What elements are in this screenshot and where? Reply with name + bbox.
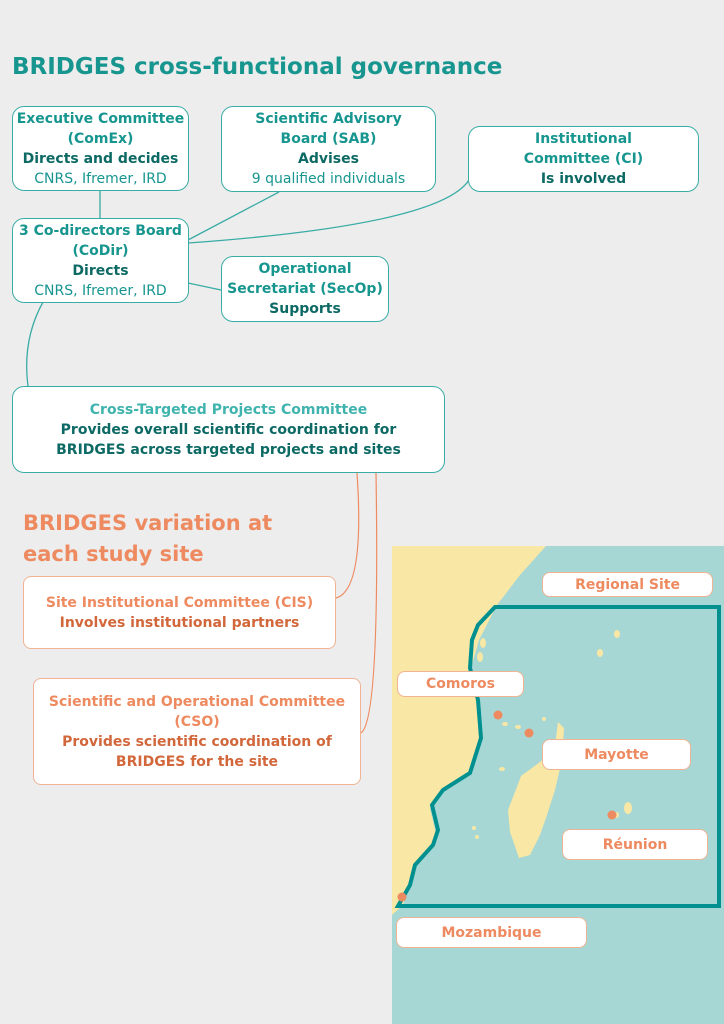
ci-name: Institutional Committee (CI) bbox=[523, 131, 644, 167]
codir-box: 3 Co-directors Board (CoDir) Directs CNR… bbox=[12, 218, 189, 303]
comex-members: CNRS, Ifremer, IRD bbox=[34, 170, 167, 187]
connector-secop-codir bbox=[187, 282, 222, 291]
comoros-label: Comoros bbox=[397, 671, 524, 697]
reunion-label: Réunion bbox=[562, 829, 708, 860]
reunion-marker bbox=[607, 810, 617, 820]
comoros-marker bbox=[493, 710, 503, 720]
mozambique-label: Mozambique bbox=[396, 917, 587, 948]
secop-box: Operational Secretariat (SecOp) Supports bbox=[221, 256, 389, 322]
mayotte-label: Mayotte bbox=[542, 739, 691, 770]
cso-box: Scientific and Operational Committee (CS… bbox=[33, 678, 361, 785]
sab-name: Scientific Advisory Board (SAB) bbox=[255, 111, 402, 147]
mozambique-marker bbox=[397, 892, 407, 902]
ctpc-box: Cross-Targeted Projects Committee Provid… bbox=[12, 386, 445, 473]
codir-role: Directs bbox=[72, 262, 129, 279]
comex-name: Executive Committee (ComEx) bbox=[16, 110, 185, 147]
cso-name: Scientific and Operational Committee (CS… bbox=[48, 693, 346, 730]
ci-box: Institutional Committee (CI) Is involved bbox=[468, 126, 699, 192]
sab-members: 9 qualified individuals bbox=[251, 171, 406, 187]
ctpc-role: Provides overall scientific coordination… bbox=[56, 421, 401, 458]
cis-box: Site Institutional Committee (CIS) Invol… bbox=[23, 576, 336, 649]
sab-role: Advises bbox=[298, 151, 359, 167]
connector-sab-codir bbox=[187, 191, 280, 241]
secop-name: Operational Secretariat (SecOp) bbox=[227, 261, 383, 297]
connector-ctpc-cis bbox=[335, 472, 360, 599]
ci-role: Is involved bbox=[540, 171, 627, 187]
site-variation-title: BRIDGES variation at each study site bbox=[23, 511, 273, 566]
codir-name: 3 Co-directors Board (CoDir) bbox=[19, 222, 182, 259]
regional-site-boundary bbox=[394, 605, 721, 908]
cis-name: Site Institutional Committee (CIS) bbox=[45, 594, 314, 611]
ctpc-name: Cross-Targeted Projects Committee bbox=[89, 401, 368, 418]
secop-role: Supports bbox=[269, 301, 341, 317]
cso-role: Provides scientific coordination of BRID… bbox=[62, 733, 332, 770]
codir-members: CNRS, Ifremer, IRD bbox=[34, 282, 167, 299]
connector-ctpc-cso bbox=[360, 472, 378, 734]
mayotte-marker bbox=[524, 728, 534, 738]
connector-codir-ctpc bbox=[26, 301, 44, 387]
comex-box: Executive Committee (ComEx) Directs and … bbox=[12, 106, 189, 191]
comex-role: Directs and decides bbox=[22, 150, 179, 167]
site-markers bbox=[397, 710, 617, 902]
connector-ci-codir bbox=[187, 179, 470, 244]
regional-site-label: Regional Site bbox=[542, 572, 713, 597]
sab-box: Scientific Advisory Board (SAB) Advises … bbox=[221, 106, 436, 192]
page-title: BRIDGES cross-functional governance bbox=[12, 54, 503, 80]
africa-land bbox=[392, 546, 546, 915]
cis-role: Involves institutional partners bbox=[59, 614, 300, 631]
